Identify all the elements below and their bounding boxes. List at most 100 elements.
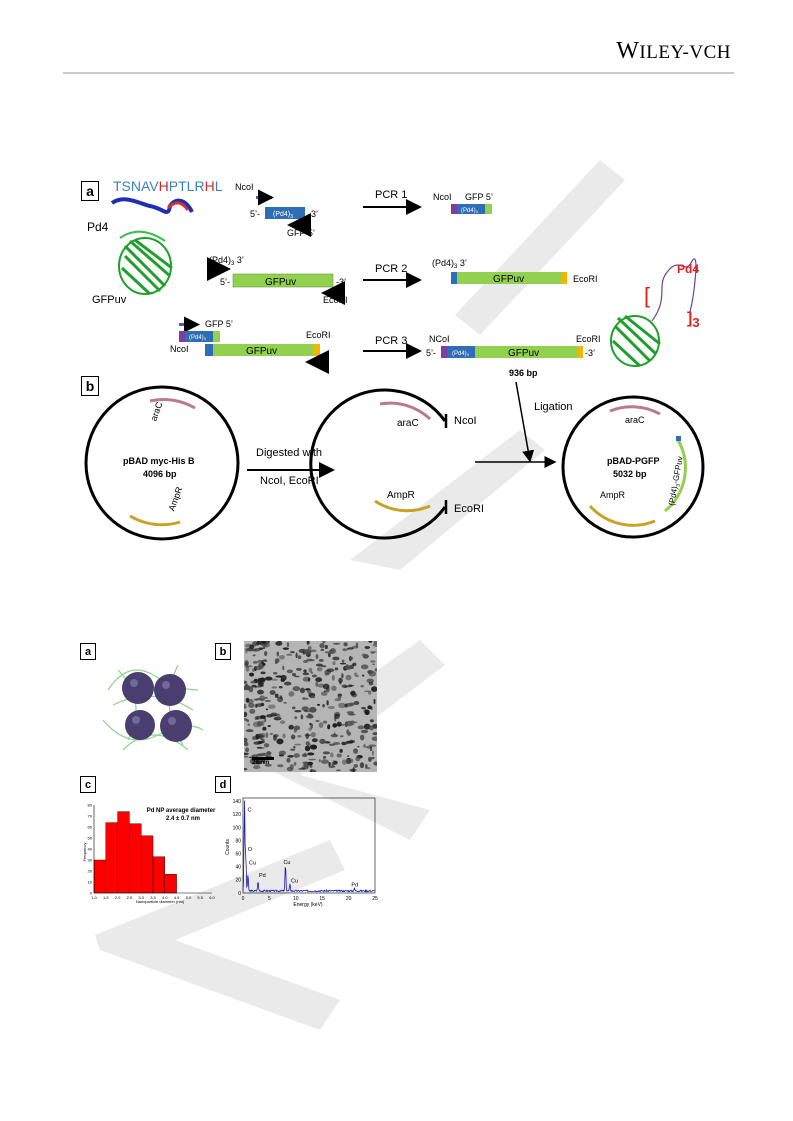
tem-particle [330,752,333,757]
eds-xlabel: Energy (keV) [293,902,323,908]
ncoi-site-label: NcoI [454,415,477,427]
tem-particle [287,669,293,673]
tem-particle [325,741,331,744]
hist-xtick: 2.5 [127,895,133,900]
tem-particle [273,734,279,737]
hist-ytick: 10 [88,880,93,885]
tem-particle [261,739,265,741]
tem-particle [347,755,350,757]
tem-particle [298,768,306,770]
tem-particle [371,686,377,692]
ampr-gene-2 [375,501,430,511]
tem-particle [338,695,342,698]
tem-particle [346,675,352,681]
five-prime-3: 5’- [426,348,436,358]
ecori-label-1: EcoRI [323,295,348,305]
tem-particle [345,664,349,670]
eds-ylabel: Counts [225,839,231,855]
tem-particle [265,676,272,680]
tem-particle [290,764,294,769]
tem-particle [304,734,311,736]
plasmid1-name: pBAD myc-His B [123,456,195,466]
tem-particle [368,691,371,695]
hist-ytick: 20 [88,869,93,874]
tem-particle [334,761,338,765]
eds-peak-label: Pd [259,873,266,879]
tem-particle [253,654,256,656]
tem-particle [310,744,317,749]
tem-particle [330,648,336,654]
tem-particle [244,743,247,745]
tem-particle [309,650,317,653]
tem-particle [246,698,250,703]
hist-xtick: 1.0 [91,895,97,900]
eds-ytick: 40 [235,865,241,871]
tem-particle [266,709,268,711]
tem-particle [364,646,370,649]
tem-particle [244,756,248,758]
tem-particle [372,750,374,755]
tem-particle [361,664,369,669]
tem-particle [252,685,257,688]
tem-particle [260,715,266,718]
hist-ylabel: Frequency [82,843,87,862]
tem-particle [368,757,372,762]
tem-particle [323,756,326,759]
tem-particle [280,695,282,699]
tem-particle [343,642,347,646]
tem-particle [276,739,283,745]
tem-particle [287,755,293,758]
tem-particle [341,673,343,678]
tem-particle [248,703,255,708]
plasmid3-size: 5032 bp [613,469,647,479]
tem-particle [261,720,264,725]
gfpuv-template-text: GFPuv [265,277,296,288]
tem-particle [309,723,311,725]
tem-particle [368,671,376,677]
ncoi-label-4: NCoI [429,334,450,344]
tem-particle [260,703,264,707]
hist-ytick: 70 [88,814,93,819]
tem-particle [321,759,329,764]
hist-xtick: 3.5 [150,895,156,900]
plasmid-digested-circle [311,390,445,538]
tem-particle [279,751,286,756]
tem-particle [270,733,273,735]
eds-ytick: 20 [235,878,241,884]
ligation-label: Ligation [534,401,573,413]
tem-particle [342,684,348,687]
tem-particle [277,651,279,656]
eds-ytick: 140 [233,799,242,805]
tem-particle [290,651,295,653]
tem-particle [262,727,266,731]
eds-ytick: 80 [235,838,241,844]
tem-particle [302,762,308,764]
eds-peak-label: C [247,807,251,813]
tem-particle [371,652,375,654]
tem-particle [338,678,342,683]
plasmid3-name: pBAD-PGFP [607,456,660,466]
tem-particle [334,714,340,719]
tem-particle [254,699,258,701]
tem-particle [244,706,247,709]
pcr1-product-text: (Pd4)3 [461,208,479,214]
tem-particle [296,653,298,659]
figure2-panel-c-label: c [80,776,96,793]
tem-particle [353,767,355,772]
tem-particle [260,685,264,687]
tem-particle [361,707,366,709]
tem-particle [300,688,305,694]
tem-particle [294,753,300,758]
pcr3-template-top-text: (Pd4)3 [189,335,207,341]
tem-particle [350,691,355,696]
pd4-label: Pd4 [87,220,109,234]
tem-particle [265,700,271,702]
tem-particle [308,659,315,661]
tem-particle [279,686,283,688]
ecori-label-3: EcoRI [306,330,331,340]
tem-particle [321,691,328,695]
tem-particle [317,667,323,672]
tem-particle [367,705,372,709]
tem-particle [364,709,369,715]
hist-ytick: 60 [88,825,93,830]
